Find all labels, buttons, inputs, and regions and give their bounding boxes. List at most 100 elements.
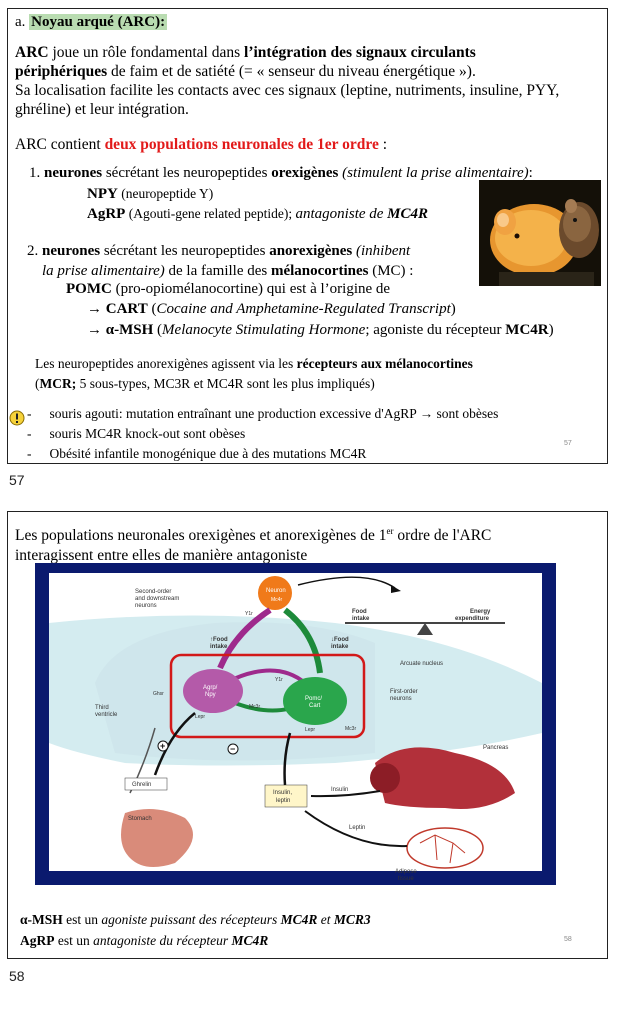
bullet-text: Obésité infantile monogénique due à des … [49, 446, 367, 461]
label-stomach: Stomach [128, 816, 152, 822]
label-intake-2: intake [331, 644, 349, 650]
rec-text-2: 5 sous-types, MC3R et MC4R sont les plus… [76, 376, 375, 391]
warning-icon [9, 410, 25, 426]
label-neuron: Neuron [266, 588, 286, 594]
bullet-item: -Obésité infantile monogénique due à des… [27, 444, 498, 464]
intro-bold-peripheral: périphériques [15, 63, 108, 80]
dash: - [27, 426, 32, 441]
title-line-2: interagissent entre elles de manière ant… [15, 547, 308, 565]
populations-line: ARC contient deux populations neuronales… [15, 136, 387, 154]
item-bold: neurones [44, 165, 103, 181]
bullet-list: - souris agouti: mutation entraînant une … [27, 404, 498, 464]
pomc-line: POMC (pro-opiomélanocortine) qui est à l… [66, 281, 390, 298]
label-downstream: and downstream [135, 596, 179, 602]
item-2-line-1: 2. neurones sécrétant les neuropeptides … [27, 241, 413, 261]
label-first-neurons: neurons [390, 696, 412, 702]
heading-title: Noyau arqué (ARC): [29, 14, 168, 30]
paren: ( [147, 301, 157, 317]
msh-text: ; agoniste du récepteur [365, 322, 506, 338]
section-heading: a. Noyau arqué (ARC): [15, 14, 168, 31]
pomc-cart-neuron [283, 677, 347, 725]
label-npy: Npy [205, 692, 216, 698]
heading-prefix: a. [15, 14, 30, 30]
label-ventricle: ventricle [95, 712, 118, 718]
label-leptin-box: leptin [276, 798, 290, 804]
item-italic: (stimulent la prise alimentaire) [338, 165, 529, 181]
label-mc3r-right: Mc3r [345, 726, 356, 732]
intro-paragraph: ARC joue un rôle fondamental dans l’inté… [15, 43, 559, 119]
label-food-up: ↑Food [210, 637, 228, 643]
cart-bold: CART [105, 301, 148, 317]
agrp-italic: antagoniste de [295, 206, 388, 222]
line1-et: et [317, 912, 334, 927]
label-adipose: Adipose [395, 869, 417, 875]
paren: ) [548, 322, 554, 338]
label-energy: Energy [470, 609, 491, 615]
line1-italic: agoniste puissant des récepteurs [101, 912, 281, 927]
intro-text-2: de faim et de satiété (= « senseur du ni… [107, 63, 476, 80]
label-second-order: Second-order [135, 589, 171, 595]
line2-text: est un [54, 933, 94, 948]
label-cart: Cart [309, 703, 321, 709]
arc-diagram: Second-order and downstream neurons Neur… [35, 563, 556, 885]
paren: ) [450, 301, 456, 317]
label-mc3r-left: Mc3r [249, 704, 260, 710]
page-number: 58 [9, 968, 25, 984]
label-intake: intake [210, 644, 228, 650]
line2-mc4r: MC4R [231, 933, 269, 948]
item-italic-2: la prise alimentaire) [42, 263, 165, 279]
slide-number: 57 [564, 440, 572, 447]
label-insulin-leptin: Insulin, [273, 790, 292, 796]
title-text: Les populations neuronales orexigènes et… [15, 527, 387, 545]
conclusion-line-2: AgRP est un antagoniste du récepteur MC4… [20, 930, 371, 951]
line1-text: est un [62, 912, 102, 927]
label-third: Third [95, 705, 109, 711]
agrp-mc4r: MC4R [387, 206, 429, 222]
intro-bold-integration: l’intégration des signaux circulants [244, 44, 476, 61]
intro-text: joue un rôle fondamental dans [48, 44, 245, 61]
label-intake-3: intake [352, 616, 370, 622]
label-ghsr: Ghsr [153, 691, 164, 697]
item-number: 1. [29, 165, 44, 181]
slide-title: Les populations neuronales orexigènes et… [15, 521, 491, 566]
page-number: 57 [9, 472, 25, 488]
cart-line: → CART (Cocaine and Amphetamine-Regulate… [87, 301, 456, 318]
label-food-down: ↓Food [331, 637, 349, 643]
receptors-line-2: (MCR; 5 sous-types, MC3R et MC4R sont le… [35, 374, 473, 394]
agrp-text: (Agouti-gene related peptide); [125, 206, 296, 221]
highlight-box [169, 653, 366, 739]
dash: - [27, 406, 32, 421]
intro-line-2: périphériques de faim et de satiété (= «… [15, 62, 559, 81]
cart-italic: Cocaine and Amphetamine-Regulated Transc… [156, 301, 451, 317]
bullet-item: -souris MC4R knock-out sont obèses [27, 424, 498, 444]
line2-italic: antagoniste du récepteur [93, 933, 232, 948]
msh-mc4r: MC4R [505, 322, 549, 338]
receptors-paragraph: Les neuropeptides anorexigènes agissent … [35, 354, 473, 394]
label-y1r-2: Y1r [275, 677, 283, 683]
npy-text: (neuropeptide Y) [117, 186, 214, 201]
conclusion-lines: α-MSH est un agoniste puissant des récep… [20, 909, 371, 951]
intro-line-4: ghréline) et leur intégration. [15, 101, 189, 118]
mice-photo [479, 180, 601, 286]
title-line-1: Les populations neuronales orexigènes et… [15, 521, 491, 546]
arrow-icon: → [87, 301, 106, 317]
item-2: 2. neurones sécrétant les neuropeptides … [27, 241, 413, 281]
pop-red: deux populations neuronales de 1er ordre [104, 136, 379, 153]
rec-bold: récepteurs aux mélanocortines [296, 356, 473, 371]
npy-line: NPY (neuropeptide Y) [87, 186, 213, 203]
pomc-bold: POMC [66, 281, 112, 297]
line1-bold: α-MSH [20, 912, 63, 927]
rec-text: Les neuropeptides anorexigènes agissent … [35, 356, 297, 371]
title-sup: er [386, 526, 394, 536]
line2-bold: AgRP [20, 933, 55, 948]
item-end: : [528, 165, 533, 181]
label-pomc: Pomc/ [305, 696, 322, 702]
paren: ( [35, 376, 40, 391]
slide-58: Les populations neuronales orexigènes et… [7, 511, 608, 959]
label-agrp: Agrp/ [203, 685, 218, 691]
bullet-text: souris agouti: mutation entraînant une p… [49, 406, 499, 421]
item-bold: neurones [42, 243, 101, 259]
label-lepr-right: Lepr [305, 727, 315, 733]
label-pancreas: Pancreas [483, 745, 508, 751]
rec-mcr: MCR; [39, 376, 77, 391]
